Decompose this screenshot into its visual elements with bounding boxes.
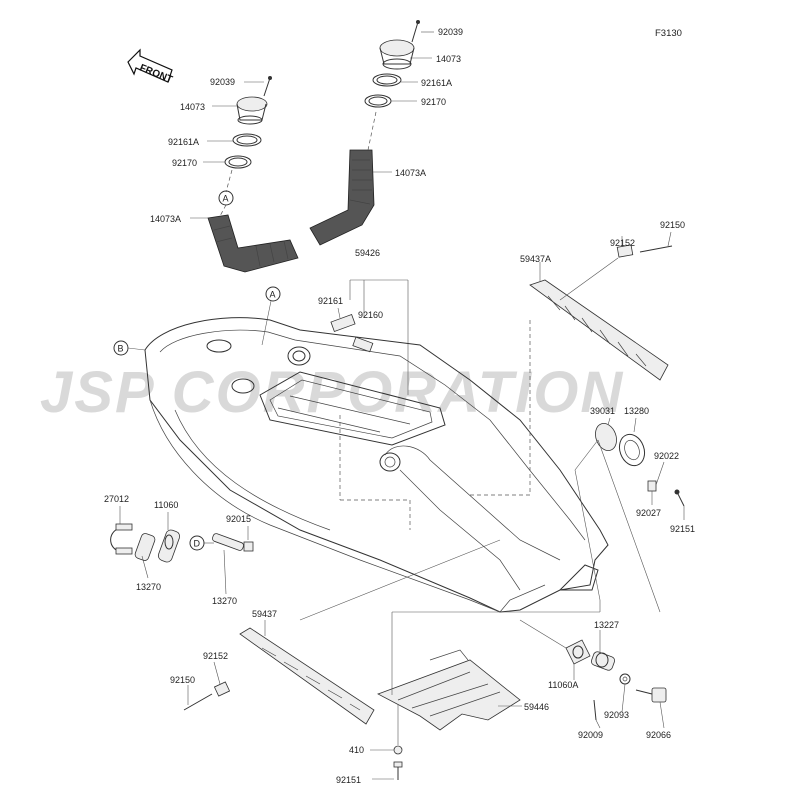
rail-59437 [183, 539, 501, 725]
label-92152-right: 92152 [610, 238, 635, 248]
label-92093: 92093 [604, 710, 629, 720]
label-92150-left: 92150 [170, 675, 195, 685]
vent-grommet-assembly [574, 417, 685, 613]
label-92015: 92015 [226, 514, 251, 524]
svg-text:A: A [223, 194, 229, 204]
label-92160: 92160 [358, 310, 383, 320]
ref-line [574, 469, 601, 601]
label-59426: 59426 [355, 248, 380, 258]
label-92039-right: 92039 [438, 27, 463, 37]
label-14073a-left: 14073A [150, 214, 181, 224]
callout-d: D [189, 535, 205, 551]
tow-hook-hardware [110, 506, 254, 595]
callout-b: B [113, 340, 146, 356]
label-92009: 92009 [578, 730, 603, 740]
label-92170-left: 92170 [172, 158, 197, 168]
label-27012: 27012 [104, 494, 129, 504]
label-13280: 13280 [624, 406, 649, 416]
label-59437a: 59437A [520, 254, 551, 264]
label-59446: 59446 [524, 702, 549, 712]
svg-text:B: B [118, 344, 124, 354]
label-92027: 92027 [636, 508, 661, 518]
label-11060: 11060 [154, 500, 178, 510]
label-92066: 92066 [646, 730, 671, 740]
label-92161: 92161 [318, 296, 343, 306]
label-39031: 39031 [590, 406, 615, 416]
label-92152-left: 92152 [203, 651, 228, 661]
label-11060a: 11060A [548, 680, 578, 690]
label-92161a-left: 92161A [168, 137, 199, 147]
label-59437: 59437 [252, 609, 277, 619]
svg-text:A: A [270, 290, 276, 300]
label-92161a-right: 92161A [421, 78, 452, 88]
bottom-plate-59446 [370, 600, 601, 780]
seal-parts-59426 [330, 279, 409, 395]
label-92150-right: 92150 [660, 220, 685, 230]
label-13227: 13227 [594, 620, 619, 630]
front-arrow-icon: FRONT [127, 48, 174, 86]
label-92151-right: 92151 [670, 524, 695, 534]
label-14073-left: 14073 [180, 102, 205, 112]
callout-a-upper: A [218, 190, 234, 206]
label-14073a-right: 14073A [395, 168, 426, 178]
watermark: JSP CORPORATION [40, 360, 624, 425]
label-92170-right: 92170 [421, 97, 446, 107]
rail-59437a [470, 231, 673, 496]
left-filler-assembly [190, 76, 299, 273]
svg-text:D: D [194, 539, 201, 549]
label-13270-b: 13270 [212, 596, 237, 606]
label-14073-right: 14073 [436, 54, 461, 64]
callout-a-hull: A [261, 286, 281, 346]
label-13270-a: 13270 [136, 582, 161, 592]
label-92039-left: 92039 [210, 77, 235, 87]
label-92022: 92022 [654, 451, 679, 461]
right-filler-assembly [309, 20, 434, 246]
label-410: 410 [349, 745, 364, 755]
figure-code: F3130 [655, 28, 682, 39]
hull [144, 317, 609, 613]
label-92151-bottom: 92151 [336, 775, 361, 785]
drain-plug-assembly [519, 619, 667, 729]
